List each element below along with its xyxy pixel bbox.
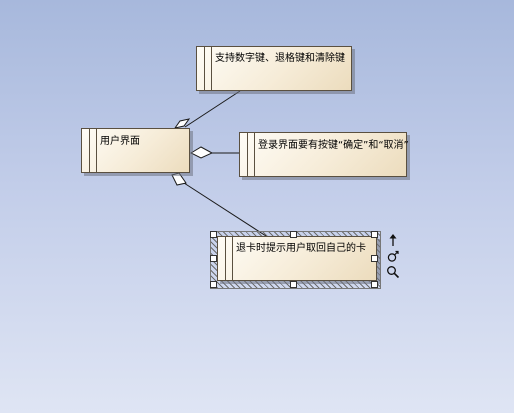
link-ring-icon[interactable]: [386, 249, 400, 263]
node-label: 登录界面要有按键“确定”和“取消”: [258, 140, 409, 151]
node-stripe: [225, 237, 233, 280]
resize-handle-bottom[interactable]: [290, 281, 297, 288]
resize-handle-right[interactable]: [371, 255, 378, 262]
node-supported-keys[interactable]: 支持数字键、退格键和清除键: [196, 46, 352, 91]
connector-ui-card[interactable]: [183, 182, 267, 237]
node-label: 退卡时提示用户取回自己的卡: [236, 243, 366, 254]
resize-handle-left[interactable]: [210, 255, 217, 262]
node-user-interface[interactable]: 用户界面: [81, 128, 190, 173]
node-label: 支持数字键、退格键和清除键: [215, 53, 345, 64]
node-stripe: [204, 47, 212, 90]
node-login-buttons[interactable]: 登录界面要有按键“确定”和“取消”: [239, 132, 409, 177]
aggregation-diamond-login: [189, 146, 214, 159]
magnifier-icon[interactable]: [386, 265, 400, 279]
aggregation-diamond-keys: [173, 118, 191, 129]
node-stripe: [247, 133, 255, 176]
resize-handle-top[interactable]: [290, 231, 297, 238]
move-up-arrow-icon[interactable]: [386, 233, 400, 247]
connector-ui-keys[interactable]: [184, 90, 241, 128]
resize-handle-top-right[interactable]: [371, 231, 378, 238]
resize-handle-bottom-left[interactable]: [210, 281, 217, 288]
resize-handle-bottom-right[interactable]: [371, 281, 378, 288]
node-stripe: [89, 129, 97, 172]
aggregation-diamond-card: [171, 172, 187, 186]
resize-handle-top-left[interactable]: [210, 231, 217, 238]
node-label: 用户界面: [100, 136, 140, 147]
node-return-card[interactable]: 退卡时提示用户取回自己的卡: [217, 236, 377, 281]
